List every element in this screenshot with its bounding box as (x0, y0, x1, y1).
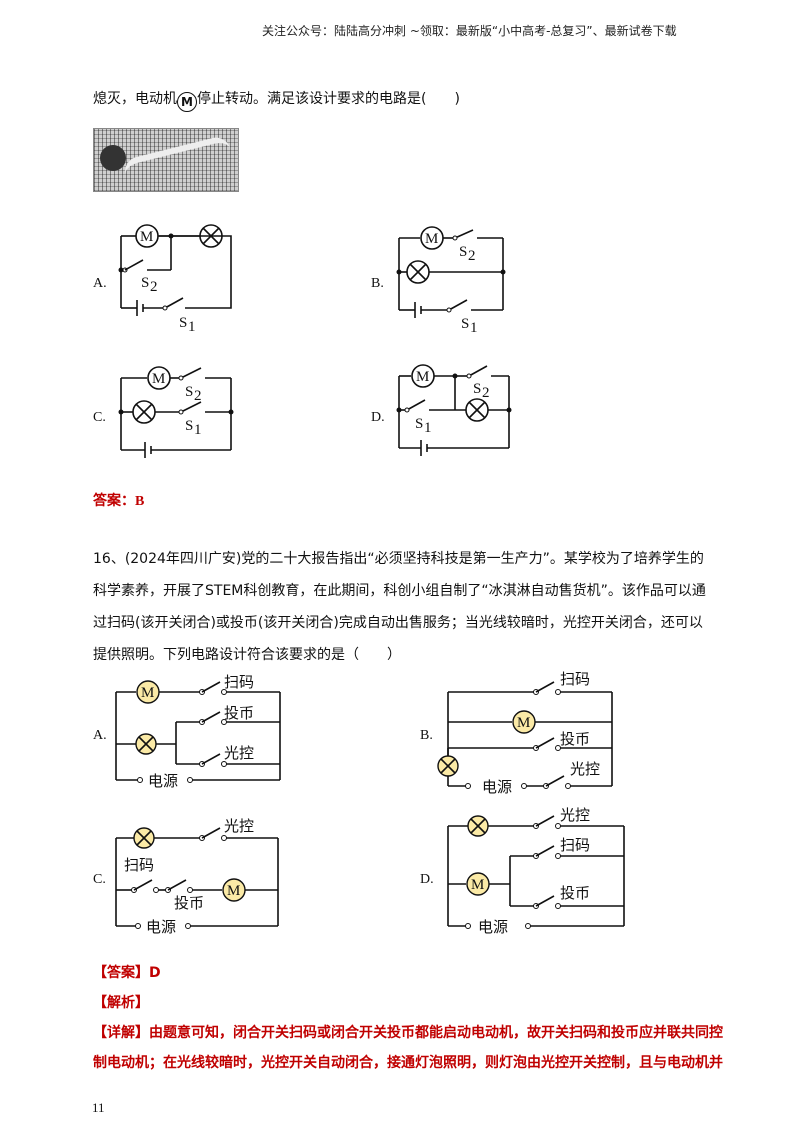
q16-circuit-a: M 扫码 投币 光控 电源 (115, 673, 281, 790)
q15-answer: 答案：B (93, 490, 144, 510)
q16-answer: 【答案】D (93, 965, 161, 981)
svg-text:投币: 投币 (224, 704, 254, 722)
q15-option-d-label: D. (371, 410, 385, 425)
q16-analysis-heading: 【解析】 (93, 995, 149, 1011)
page-header: 关注公众号：陆陆高分冲刺 ~领取：最新版“小中高考-总复习”、最新试卷下载 (262, 24, 677, 38)
q16-line-1: 16、(2024年四川广安)党的二十大报告指出“必须坚持科技是第一生产力”。某学… (93, 551, 704, 567)
switch-s1 (448, 299, 468, 311)
svg-text:扫码: 扫码 (124, 856, 154, 874)
svg-text:M: M (141, 685, 154, 701)
svg-text:2: 2 (468, 248, 476, 264)
motor-symbol-icon: M (177, 92, 197, 112)
q15-option-b-label: B. (371, 276, 384, 291)
svg-text:扫码: 扫码 (560, 670, 590, 688)
svg-text:S: S (461, 316, 469, 332)
svg-text:投币: 投币 (174, 894, 204, 912)
svg-text:电源: 电源 (482, 778, 512, 796)
q16-detail-line-1: 【详解】由题意可知，闭合开关扫码或闭合开关投币都能启动电动机，故开关扫码和投币应… (93, 1025, 723, 1041)
q16-line-3: 过扫码(该开关闭合)或投币(该开关闭合)完成自动出售服务；当光线较暗时，光控开关… (93, 615, 703, 631)
q16-circuit-c: 光控 扫码 投币 M 电源 (115, 817, 279, 936)
svg-text:S: S (179, 315, 187, 331)
svg-text:S: S (185, 418, 193, 434)
svg-text:电源: 电源 (146, 918, 176, 936)
svg-text:光控: 光控 (570, 760, 600, 778)
svg-text:S: S (141, 275, 149, 291)
svg-text:1: 1 (424, 420, 432, 436)
svg-text:M: M (471, 877, 484, 893)
svg-text:投币: 投币 (560, 884, 590, 902)
svg-text:光控: 光控 (224, 817, 254, 835)
svg-text:光控: 光控 (224, 744, 254, 762)
svg-text:扫码: 扫码 (224, 673, 254, 691)
svg-text:电源: 电源 (148, 772, 178, 790)
svg-text:投币: 投币 (560, 730, 590, 748)
q16-circuit-d: 光控 M 扫码 投币 电源 (447, 806, 625, 936)
q16-option-c-label: C. (93, 872, 106, 887)
svg-text:光控: 光控 (560, 806, 590, 824)
q16-detail-line-2: 制电动机；在光线较暗时，光控开关自动闭合，接通灯泡照明，则灯泡由光控开关控制，且… (93, 1055, 723, 1071)
q16-line-4: 提供照明。下列电路设计符合该要求的是（ ） (93, 647, 401, 663)
svg-text:M: M (425, 231, 438, 247)
svg-text:M: M (517, 715, 530, 731)
q16-option-d-label: D. (420, 872, 434, 887)
q15-intro-after: 停止转动。满足该设计要求的电路是( ) (197, 91, 460, 107)
q15-answer-value: B (135, 494, 145, 509)
svg-text:S: S (415, 416, 423, 432)
switch-s2 (454, 229, 474, 239)
svg-text:M: M (152, 371, 165, 387)
svg-text:1: 1 (194, 422, 202, 438)
q16-option-b-label: B. (420, 728, 433, 743)
svg-text:电源: 电源 (478, 918, 508, 936)
switch-s1 (406, 399, 426, 411)
q15-answer-label: 答案： (93, 493, 135, 509)
svg-text:S: S (185, 384, 193, 400)
svg-text:M: M (140, 229, 153, 245)
switch-s2 (124, 259, 144, 271)
svg-text:1: 1 (470, 320, 478, 336)
svg-text:2: 2 (150, 279, 158, 295)
photo-wire (121, 134, 235, 190)
switch-s1 (180, 401, 202, 413)
svg-text:S: S (459, 244, 467, 260)
svg-text:M: M (416, 369, 429, 385)
svg-text:扫码: 扫码 (560, 836, 590, 854)
q15-intro-before: 熄灭，电动机 (93, 91, 177, 107)
svg-text:S: S (473, 381, 481, 397)
page-number: 11 (92, 1100, 105, 1115)
svg-text:M: M (227, 883, 240, 899)
svg-text:2: 2 (194, 388, 202, 404)
switch-s1 (164, 297, 184, 309)
svg-text:2: 2 (482, 385, 490, 401)
q16-line-2: 科学素养，开展了STEM科创教育，在此期间，科创小组自制了“冰淇淋自动售货机”。… (93, 583, 706, 599)
q15-option-a-label: A. (93, 276, 107, 291)
q16-option-a-label: A. (93, 728, 107, 743)
switch-s2 (180, 367, 202, 379)
photo-knob (100, 145, 126, 171)
circuit-photo (93, 128, 239, 192)
q15-option-c-label: C. (93, 410, 106, 425)
switch-s2 (468, 365, 488, 377)
q16-circuit-b: 扫码 M 投币 电源 光控 (437, 670, 613, 796)
svg-text:1: 1 (188, 319, 196, 335)
